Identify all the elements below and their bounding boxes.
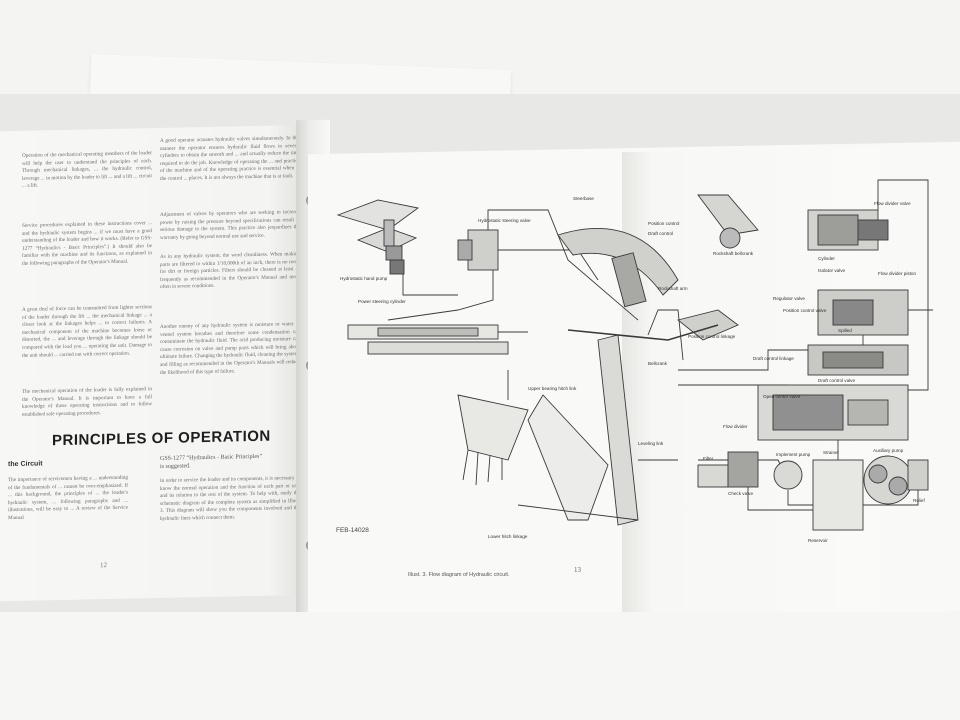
page-number-right: 13 bbox=[574, 566, 581, 574]
label-lower-hitch-linkage: Lower hitch linkage bbox=[488, 534, 528, 539]
label-strainer: Strainer bbox=[823, 450, 840, 455]
label-isolator-valve: Isolator valve bbox=[818, 268, 846, 273]
left-col-b-para-4: Another enemy of any hydraulic system is… bbox=[160, 321, 300, 376]
table-surface bbox=[0, 612, 960, 720]
hydraulic-flow-diagram: Hydrostatic steering valve Hydrostatic h… bbox=[336, 179, 933, 543]
label-leveling-link: Leveling link bbox=[638, 441, 664, 446]
label-draft-control-linkage: Draft control linkage bbox=[753, 356, 794, 361]
subheading: the Circuit bbox=[8, 460, 43, 469]
left-col-b-para-3: As in any hydraulic system, the word cle… bbox=[160, 251, 300, 291]
label-position-control-valve: Position control valve bbox=[783, 308, 827, 313]
label-flow-divider: Flow divider bbox=[723, 424, 748, 429]
left-col-a-para-1: Operation of the mechanical operating me… bbox=[22, 150, 152, 190]
label-flow-divider-piston: Flow divider piston bbox=[878, 271, 916, 276]
label-hydrostatic-steering-valve: Hydrostatic steering valve bbox=[478, 218, 531, 223]
reference-line-2: is suggested. bbox=[160, 463, 191, 470]
label-implement-pump: Implement pump bbox=[776, 452, 811, 457]
left-col-a-para-5: The importance of servicemen having a ..… bbox=[8, 474, 128, 522]
label-position-control-linkage: Position control linkage bbox=[688, 334, 736, 339]
label-filter: Filter bbox=[703, 456, 714, 461]
steering-wheel-shape bbox=[336, 199, 420, 231]
label-check-valve: Check valve bbox=[728, 491, 753, 496]
label-spilled: Spilled bbox=[838, 328, 852, 333]
left-col-a-para-2: Service procedures explained in these in… bbox=[22, 220, 152, 267]
section-heading: PRINCIPLES OF OPERATION bbox=[52, 427, 271, 450]
label-rockshaft-bellcrank: Rockshaft bellcrank bbox=[713, 251, 754, 256]
left-col-a-para-3: A great deal of force can be transmitted… bbox=[22, 304, 152, 359]
left-page: Operation of the mechanical operating me… bbox=[0, 124, 316, 602]
label-auxiliary-pump: Auxiliary pump bbox=[873, 448, 904, 453]
figure-caption: Illust. 3. Flow diagram of Hydraulic cir… bbox=[408, 572, 510, 578]
left-col-b-para-1: A good operator actuates hydraulic valve… bbox=[160, 135, 300, 182]
label-steerbase: Steerbase bbox=[573, 196, 594, 201]
label-draft-control-valve: Draft control valve bbox=[818, 378, 855, 383]
figure-code: FEB-14028 bbox=[336, 527, 369, 534]
label-upper-bearing-hitch-link: Upper bearing hitch link bbox=[528, 386, 577, 391]
label-position-control: Position control bbox=[648, 221, 679, 226]
label-hydrostatic-hand-pump: Hydrostatic hand pump bbox=[340, 276, 388, 281]
label-bellcrank: Bellcrank bbox=[648, 361, 668, 366]
label-power-steering-cylinder: Power steering cylinder bbox=[358, 299, 406, 304]
label-regulator-valve: Regulator valve bbox=[773, 296, 805, 301]
left-col-b-para-2: Adjustment of valves by operators who ar… bbox=[160, 209, 300, 241]
label-draft-control: Draft control bbox=[648, 231, 673, 236]
label-open-center-valve: Open center valve bbox=[763, 394, 801, 399]
page-number-left: 12 bbox=[100, 561, 107, 570]
left-col-b-para-5: In order to service the loader and its c… bbox=[160, 475, 300, 522]
reference-line: GSS-1277 “Hydraulics - Basic Principles” bbox=[160, 453, 262, 462]
label-relief: Relief bbox=[913, 498, 925, 503]
label-flow-divider-valve: Flow divider valve bbox=[874, 201, 911, 206]
label-reservoir: Reservoir bbox=[808, 538, 828, 543]
label-rockshaft-arm: Rockshaft arm bbox=[658, 286, 688, 291]
label-cylinder: Cylinder bbox=[818, 256, 835, 261]
left-col-a-para-4: The mechanical operation of the loader i… bbox=[22, 386, 152, 418]
